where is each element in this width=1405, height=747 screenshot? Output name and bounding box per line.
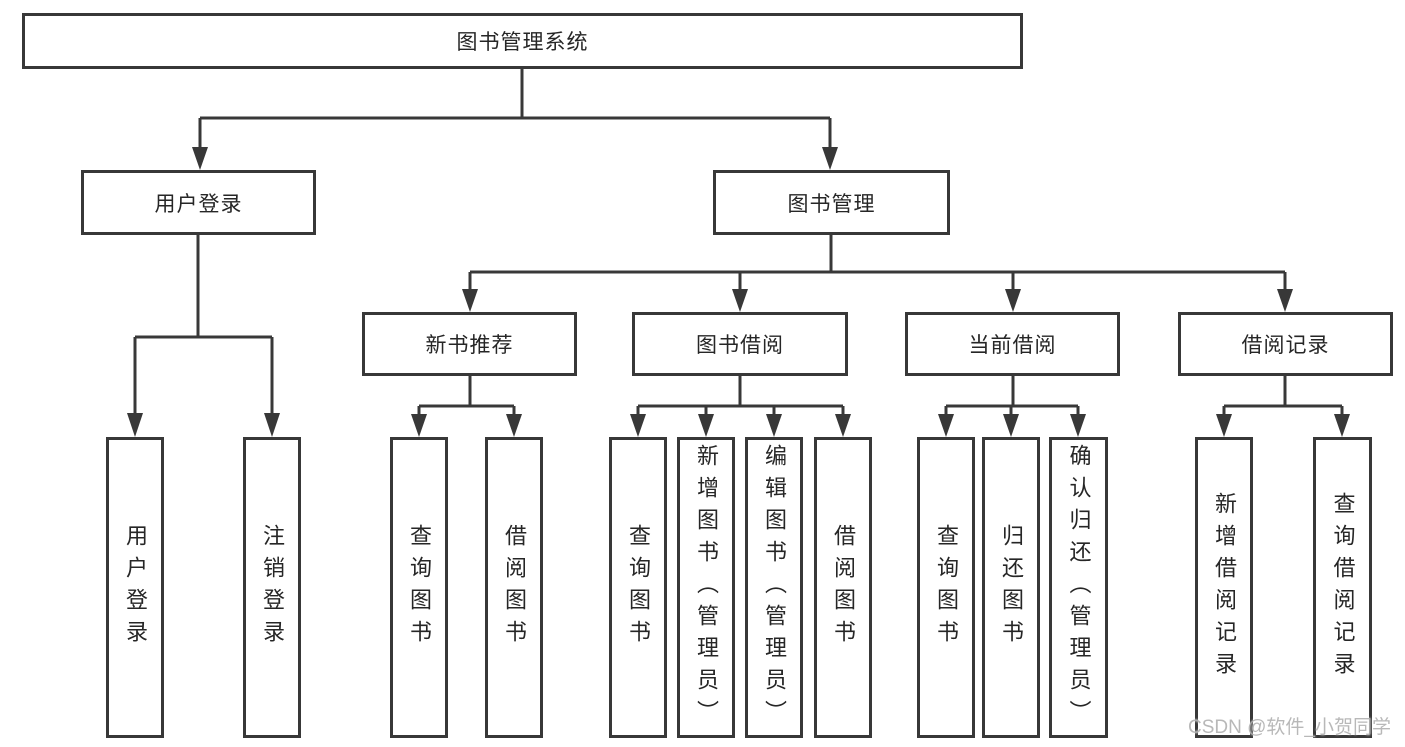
node-label: 归还图书 (999, 523, 1024, 652)
node-label: 确认归还（管理员） (1066, 443, 1092, 732)
node-current-borrow: 当前借阅 (905, 312, 1120, 376)
node-label: 借阅记录 (1241, 334, 1330, 357)
arrow-down-icon (1334, 414, 1350, 437)
leaf-cb-query-books: 查询图书 (917, 437, 975, 738)
node-label: 当前借阅 (968, 334, 1057, 357)
node-book-borrow: 图书借阅 (632, 312, 848, 376)
node-new-book-recommend: 新书推荐 (362, 312, 577, 376)
arrow-down-icon (411, 414, 427, 437)
connector-user-login (133, 235, 274, 416)
node-label: 查询图书 (407, 523, 432, 652)
connector-borrow-record (1222, 376, 1344, 417)
arrow-down-icon (506, 414, 522, 437)
leaf-br-query-borrow-record: 查询借阅记录 (1313, 437, 1372, 738)
node-label: 借阅图书 (502, 523, 527, 652)
node-label: 新增借阅记录 (1212, 491, 1237, 684)
node-label: 新书推荐 (425, 334, 514, 357)
node-label: 图书借阅 (696, 334, 784, 357)
arrowheads (127, 147, 1350, 437)
connector-current-borrow (944, 376, 1080, 417)
arrow-down-icon (630, 414, 646, 437)
arrow-down-icon (1070, 414, 1086, 437)
node-label: 查询图书 (934, 523, 959, 652)
leaf-cb-return-books: 归还图书 (982, 437, 1040, 738)
leaf-bb-edit-books-admin: 编辑图书（管理员） (745, 437, 803, 738)
node-label: 用户登录 (123, 523, 148, 652)
node-label: 新增图书（管理员） (694, 443, 719, 732)
arrow-down-icon (766, 414, 782, 437)
node-label: 图书管理 (787, 192, 876, 216)
node-label: 图书管理系统 (456, 31, 589, 54)
arrow-down-icon (698, 414, 714, 437)
arrow-down-icon (822, 147, 838, 170)
node-label: 借阅图书 (831, 523, 856, 652)
connector-new-book (417, 376, 516, 417)
arrow-down-icon (1277, 289, 1293, 312)
node-label: 查询借阅记录 (1330, 491, 1356, 684)
arrow-down-icon (732, 289, 748, 312)
leaf-bb-borrow-books: 借阅图书 (814, 437, 872, 738)
arrow-down-icon (1003, 414, 1019, 437)
leaf-logout-login: 注销登录 (243, 437, 301, 738)
leaf-nbr-borrow-books: 借阅图书 (485, 437, 543, 738)
arrow-down-icon (938, 414, 954, 437)
csdn-watermark: CSDN @软件_小贺同学 (1188, 717, 1391, 738)
connector-book-management (468, 235, 1287, 291)
node-user-login: 用户登录 (81, 170, 316, 235)
leaf-nbr-query-books: 查询图书 (390, 437, 448, 738)
leaf-bb-query-books: 查询图书 (609, 437, 667, 738)
leaf-bb-add-books-admin: 新增图书（管理员） (677, 437, 735, 738)
node-label: 注销登录 (260, 523, 285, 652)
leaf-cb-confirm-return-admin: 确认归还（管理员） (1049, 437, 1108, 738)
node-book-management: 图书管理 (713, 170, 950, 235)
arrow-down-icon (462, 289, 478, 312)
leaf-br-add-borrow-record: 新增借阅记录 (1195, 437, 1253, 738)
node-label: 用户登录 (154, 192, 243, 216)
leaf-user-login: 用户登录 (106, 437, 164, 738)
arrow-down-icon (192, 147, 208, 170)
node-label: 查询图书 (626, 523, 651, 652)
arrow-down-icon (835, 414, 851, 437)
arrow-down-icon (264, 413, 280, 437)
arrow-down-icon (127, 413, 143, 437)
arrow-down-icon (1216, 414, 1232, 437)
node-borrow-records: 借阅记录 (1178, 312, 1393, 376)
connector-root (198, 69, 832, 150)
node-library-management-system: 图书管理系统 (22, 13, 1023, 69)
connector-book-borrow (636, 376, 845, 417)
arrow-down-icon (1005, 289, 1021, 312)
node-label: 编辑图书（管理员） (762, 443, 787, 732)
